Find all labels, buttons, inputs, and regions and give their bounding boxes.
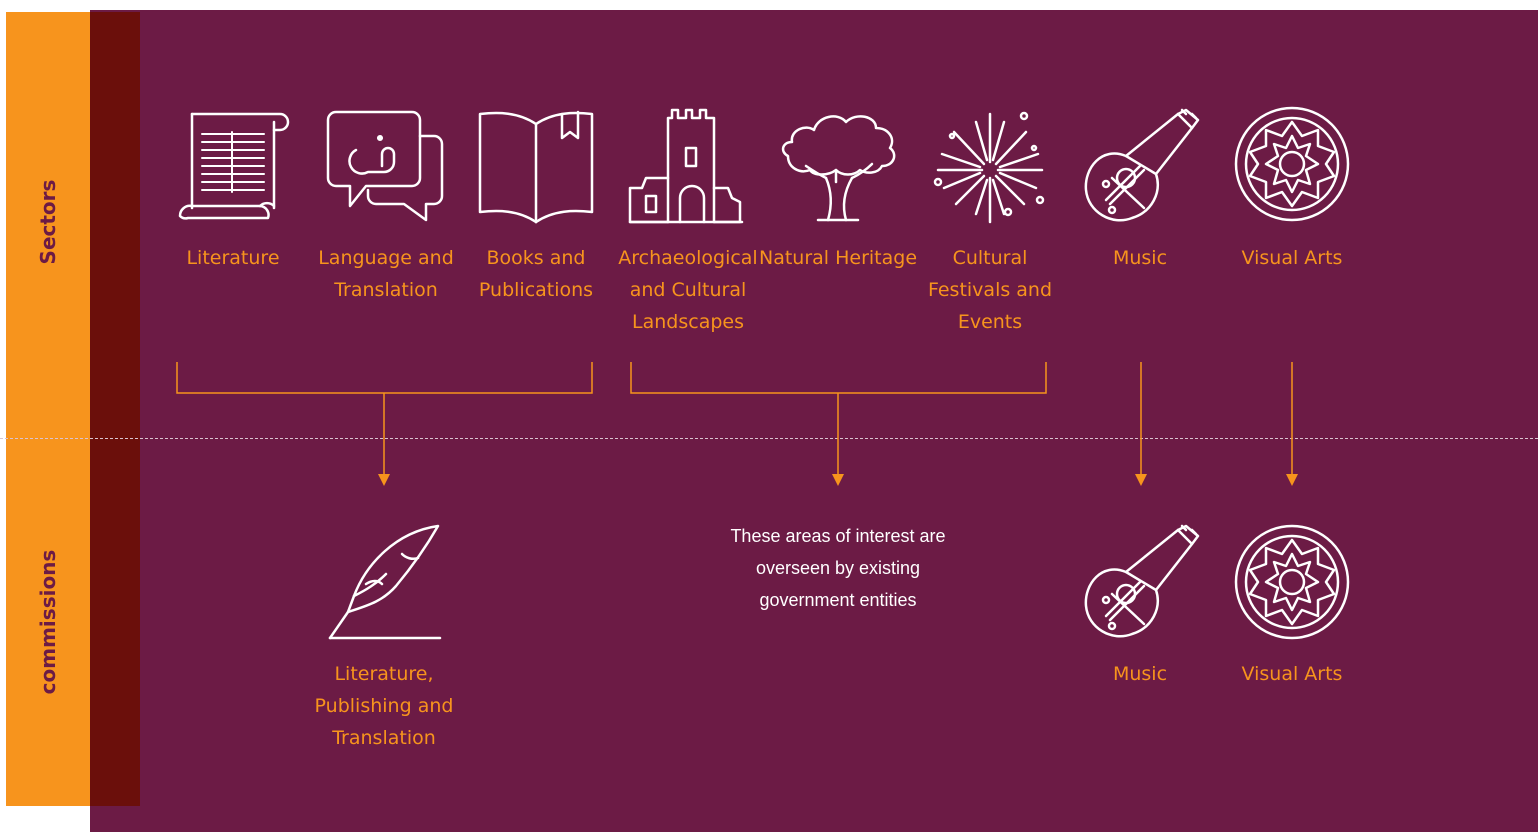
scroll-icon [178, 112, 290, 220]
sector-label-literature: Literature [186, 247, 280, 269]
commission-label-music: Music [1112, 663, 1168, 685]
section-divider [0, 438, 1538, 439]
castle-ruin-icon [628, 108, 744, 224]
tree-icon [781, 115, 896, 222]
side-band-dark-red [90, 12, 140, 806]
fireworks-icon [933, 111, 1045, 224]
commission-label-visual-arts: Visual Arts [1241, 663, 1343, 685]
quill-icon [328, 524, 442, 640]
commission-label-literature-publishing: Literature, Publishing and Translation [314, 663, 454, 749]
sector-label-language-and-translation: Language and Translation [318, 247, 454, 301]
oud-icon [1084, 108, 1200, 222]
side-band-orange [6, 12, 90, 806]
open-book-icon [478, 110, 594, 224]
sector-label-archaeological: Archaeological and Cultural Landscapes [618, 247, 758, 333]
speech-bubble-icon [326, 110, 444, 222]
sector-label-visual-arts: Visual Arts [1241, 247, 1343, 269]
rosette-icon [1234, 524, 1350, 640]
sector-label-music: Music [1112, 247, 1168, 269]
sector-label-cultural-festivals: Cultural Festivals and Events [927, 247, 1053, 333]
oud-icon [1084, 524, 1200, 638]
sector-label-books-and-publications: Books and Publications [478, 247, 594, 301]
oversight-note: These areas of interest are overseen by … [730, 526, 946, 610]
rosette-icon [1234, 106, 1350, 222]
sector-label-natural-heritage: Natural Heritage [758, 247, 918, 269]
